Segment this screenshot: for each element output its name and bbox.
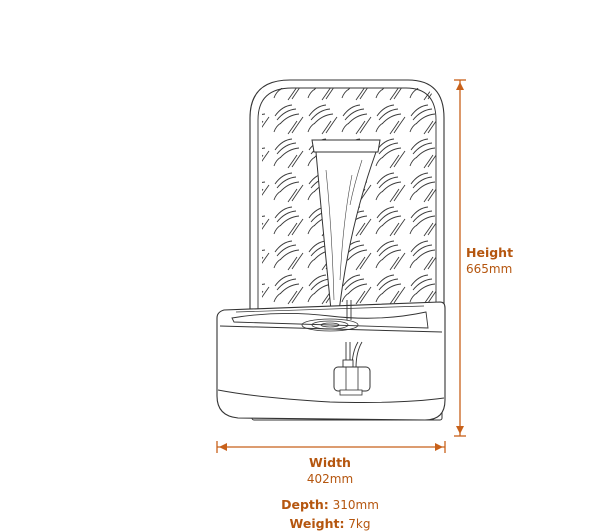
width-label: Width 402mm xyxy=(280,455,380,487)
height-value: 665mm xyxy=(466,262,513,276)
height-label: Height 665mm xyxy=(466,245,513,277)
depth-value: 310mm xyxy=(332,498,379,512)
weight-value: 7kg xyxy=(348,517,371,531)
depth-spec: Depth: 310mm xyxy=(250,497,410,513)
height-label-title: Height xyxy=(466,245,514,260)
width-dimension-line xyxy=(216,441,446,453)
height-dimension-line xyxy=(454,79,466,437)
width-value: 402mm xyxy=(306,472,354,486)
weight-label: Weight: xyxy=(289,516,345,531)
width-label-title: Width xyxy=(309,455,351,470)
submersible-pump xyxy=(333,341,371,396)
depth-label: Depth: xyxy=(281,497,329,512)
basin xyxy=(216,300,446,421)
weight-spec: Weight: 7kg xyxy=(250,516,410,532)
